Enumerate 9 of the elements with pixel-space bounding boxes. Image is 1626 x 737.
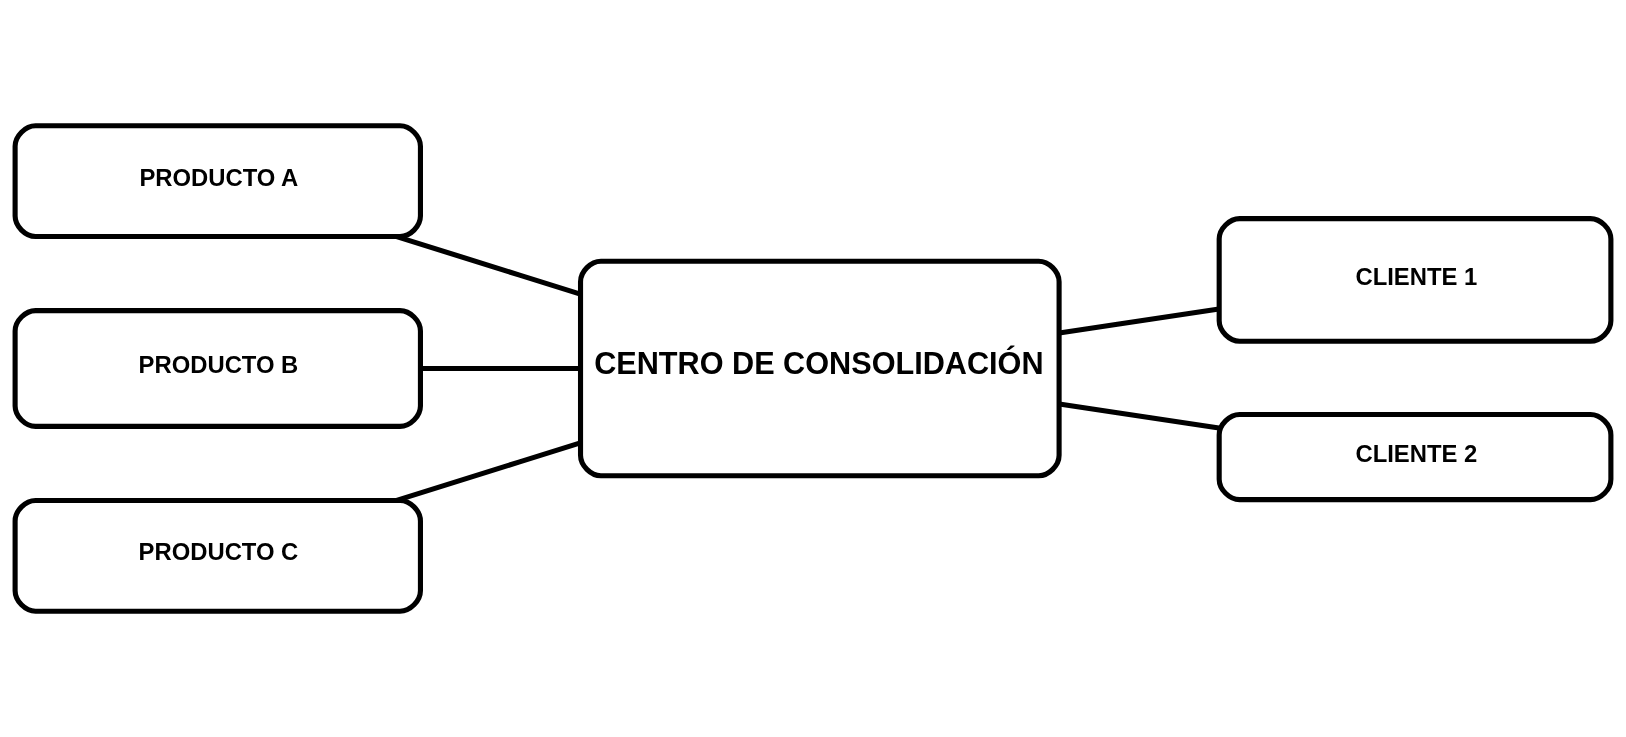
connector (420, 365, 581, 372)
node-box: PRODUCTO B (12, 308, 423, 429)
connector (1058, 306, 1220, 336)
node-box: CENTRO DE CONSOLIDACIÓN (577, 258, 1062, 479)
node-box: PRODUCTO A (12, 123, 423, 240)
node-box: PRODUCTO C (12, 497, 423, 614)
connector (1058, 401, 1220, 431)
node-box: CLIENTE 1 (1216, 216, 1614, 344)
node-box: CLIENTE 2 (1216, 411, 1614, 503)
